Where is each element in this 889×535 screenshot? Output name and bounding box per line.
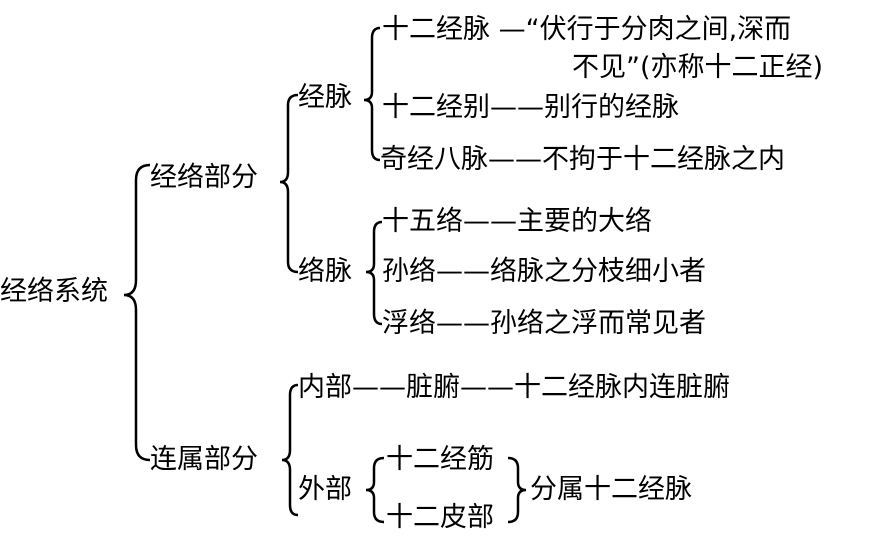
jingmai-item: 十二经脉 —“伏行于分肉之间,深而 <box>382 14 792 45</box>
luomai-brace <box>365 220 383 326</box>
waibu-closing-brace <box>507 456 527 524</box>
jingmai-brace <box>363 26 381 162</box>
waibu-result: 分属十二经脉 <box>530 474 692 505</box>
root-label: 经络系统 <box>0 276 108 307</box>
luomai-item: 十五络——主要的大络 <box>382 206 652 237</box>
root-brace <box>123 163 151 462</box>
waibu-item: 十二经筋 <box>386 444 494 475</box>
jingluo-label: 经络部分 <box>150 162 258 193</box>
neibu-item: 内部——脏腑——十二经脉内连脏腑 <box>298 372 730 403</box>
lianshu-label: 连属部分 <box>150 444 258 475</box>
jingmai-item: 十二经别——别行的经脉 <box>382 92 679 123</box>
lianshu-brace <box>281 383 299 517</box>
luomai-item: 浮络——孙络之浮而常见者 <box>382 308 706 339</box>
jingluo-brace <box>279 93 299 274</box>
waibu-label: 外部 <box>298 474 352 505</box>
luomai-item: 孙络——络脉之分枝细小者 <box>382 256 706 287</box>
waibu-brace <box>365 456 385 524</box>
jingmai-item: 奇经八脉——不拘于十二经脉之内 <box>380 144 785 175</box>
luomai-label: 络脉 <box>298 256 352 287</box>
waibu-item: 十二皮部 <box>386 502 494 533</box>
jingmai-item-continued: 不见”(亦称十二正经) <box>572 52 824 83</box>
jingmai-label: 经脉 <box>298 82 352 113</box>
